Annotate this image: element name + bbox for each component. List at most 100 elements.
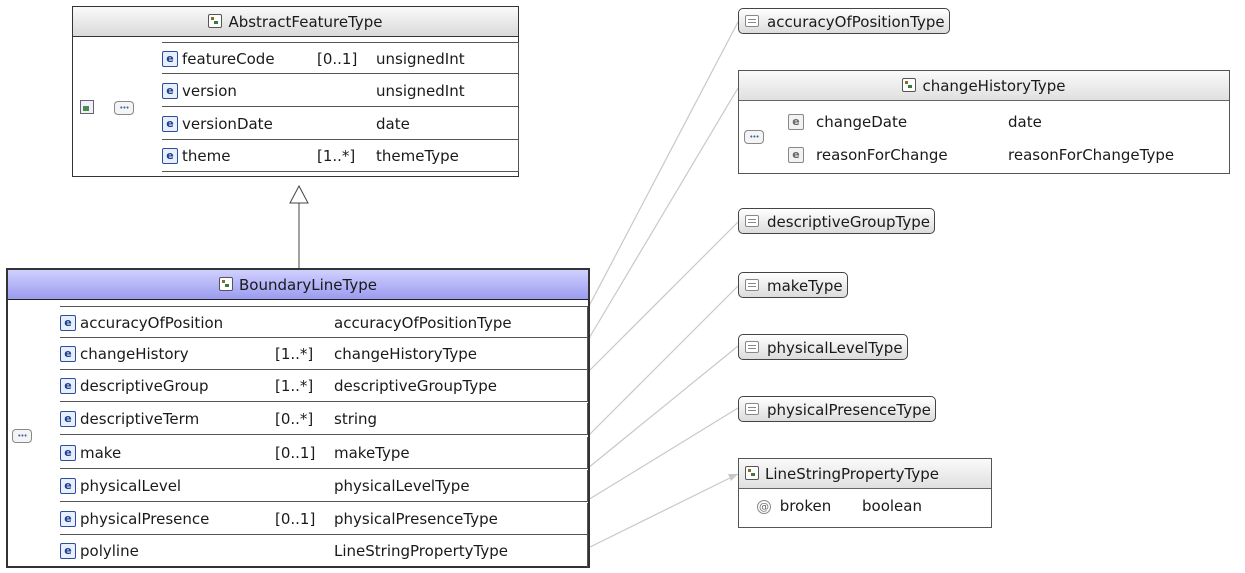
connector-linestring (587, 473, 739, 549)
simple-type-label: physicalLevelType (767, 339, 903, 357)
element-name: changeDate (816, 113, 908, 131)
complex-type-icon (208, 14, 223, 28)
boundary-element-row[interactable]: e accuracyOfPosition accuracyOfPositionT… (60, 306, 588, 338)
element-cardinality: [1..*] (275, 377, 314, 395)
attribute-row[interactable]: @ broken boolean (757, 497, 922, 515)
simple-type-label: makeType (767, 277, 843, 295)
element-cardinality: [1..*] (275, 345, 314, 363)
linestring-property-type-header: LineStringPropertyType (739, 459, 991, 489)
element-type: accuracyOfPositionType (334, 314, 512, 332)
simple-type-icon (745, 403, 759, 415)
element-type: unsignedInt (376, 82, 465, 100)
boundary-line-type-header: BoundaryLineType (8, 270, 588, 300)
element-type: changeHistoryType (334, 345, 478, 363)
physical-presence-type-node[interactable]: physicalPresenceType (738, 396, 936, 422)
element-icon: e (60, 411, 76, 427)
element-name: descriptiveGroup (80, 377, 209, 395)
change-history-element-row[interactable]: e changeDate date (788, 106, 1228, 138)
simple-type-icon (745, 15, 759, 27)
inheritance-arrowhead (289, 184, 309, 204)
connector-changehistory (587, 87, 739, 341)
connector-physicallevel (587, 345, 739, 469)
change-history-type-header: changeHistoryType (739, 71, 1229, 101)
element-type: physicalPresenceType (334, 510, 498, 528)
element-name: version (182, 82, 237, 100)
element-icon: e (60, 543, 76, 559)
simple-type-icon (745, 215, 759, 227)
abstract-feature-type-box[interactable]: AbstractFeatureType (72, 6, 519, 177)
make-type-node[interactable]: makeType (738, 272, 848, 298)
boundary-element-row[interactable]: e make [0..1] makeType (60, 437, 588, 469)
simple-type-icon (745, 341, 759, 353)
element-type: themeType (376, 147, 459, 165)
element-icon: e (60, 511, 76, 527)
element-icon: e (60, 315, 76, 331)
element-type: makeType (334, 444, 410, 462)
element-name: polyline (80, 542, 139, 560)
element-name: reasonForChange (816, 146, 948, 164)
simple-type-icon (745, 279, 759, 291)
element-type: unsignedInt (376, 50, 465, 68)
element-type: LineStringPropertyType (334, 542, 508, 560)
complex-type-icon (219, 277, 234, 291)
boundary-element-row[interactable]: e descriptiveTerm [0..*] string (60, 403, 588, 435)
accuracy-of-position-type-node[interactable]: accuracyOfPositionType (738, 8, 950, 34)
element-icon: e (60, 378, 76, 394)
simple-type-label: physicalPresenceType (767, 401, 931, 419)
boundary-element-row[interactable]: e changeHistory [1..*] changeHistoryType (60, 338, 588, 370)
element-name: descriptiveTerm (80, 410, 200, 428)
attribute-icon: @ (757, 500, 771, 514)
element-cardinality: [0..*] (275, 410, 314, 428)
complex-type-icon (745, 466, 759, 480)
abstract-element-row[interactable]: e theme [1..*] themeType (162, 140, 519, 172)
connector-accuracy (587, 21, 739, 309)
linestring-property-type-title: LineStringPropertyType (765, 465, 939, 483)
boundary-element-row[interactable]: e polyline LineStringPropertyType (60, 535, 588, 567)
abstract-element-row[interactable]: e featureCode [0..1] unsignedInt (162, 42, 519, 74)
element-name: make (80, 444, 122, 462)
sequence-icon (114, 98, 134, 118)
abstract-element-row[interactable]: e versionDate date (162, 108, 519, 140)
simple-type-label: accuracyOfPositionType (767, 13, 945, 31)
element-name: theme (182, 147, 231, 165)
element-name: featureCode (182, 50, 275, 68)
element-icon: e (60, 445, 76, 461)
abstract-element-row[interactable]: e version unsignedInt (162, 75, 519, 107)
element-cardinality: [0..1] (275, 510, 316, 528)
abstract-feature-type-header: AbstractFeatureType (73, 7, 518, 37)
element-icon: e (162, 83, 178, 99)
element-name: changeHistory (80, 345, 189, 363)
element-type: string (334, 410, 378, 428)
boundary-line-type-box[interactable]: BoundaryLineType (6, 268, 590, 568)
change-history-element-row[interactable]: e reasonForChange reasonForChangeType (788, 139, 1228, 171)
connector-descriptive (587, 221, 739, 373)
boundary-element-row[interactable]: e physicalPresence [0..1] physicalPresen… (60, 503, 588, 535)
element-type: date (376, 115, 410, 133)
complex-type-icon (902, 78, 917, 92)
element-icon: e (788, 114, 804, 130)
element-type: descriptiveGroupType (334, 377, 497, 395)
simple-type-label: descriptiveGroupType (767, 213, 930, 231)
element-type: reasonForChangeType (1008, 146, 1175, 164)
attribute-type: boolean (862, 497, 922, 515)
linestring-property-type-box[interactable]: LineStringPropertyType @ broken boolean (738, 458, 992, 528)
element-icon: e (162, 51, 178, 67)
boundary-element-row[interactable]: e descriptiveGroup [1..*] descriptiveGro… (60, 370, 588, 402)
change-history-type-box[interactable]: changeHistoryType (738, 70, 1230, 174)
sequence-icon (12, 426, 32, 446)
descriptive-group-type-node[interactable]: descriptiveGroupType (738, 208, 935, 234)
element-cardinality: [0..1] (317, 50, 358, 68)
connector-make (587, 285, 739, 437)
element-type: date (1008, 113, 1042, 131)
change-history-type-title: changeHistoryType (922, 77, 1066, 95)
element-icon: e (60, 478, 76, 494)
abstract-feature-type-title: AbstractFeatureType (228, 13, 383, 31)
arrowhead-linestring (728, 474, 738, 481)
extension-icon (80, 100, 94, 114)
boundary-element-row[interactable]: e physicalLevel physicalLevelType (60, 470, 588, 502)
element-name: physicalPresence (80, 510, 210, 528)
element-name: physicalLevel (80, 477, 182, 495)
element-cardinality: [0..1] (275, 444, 316, 462)
element-cardinality: [1..*] (317, 147, 356, 165)
physical-level-type-node[interactable]: physicalLevelType (738, 334, 908, 360)
